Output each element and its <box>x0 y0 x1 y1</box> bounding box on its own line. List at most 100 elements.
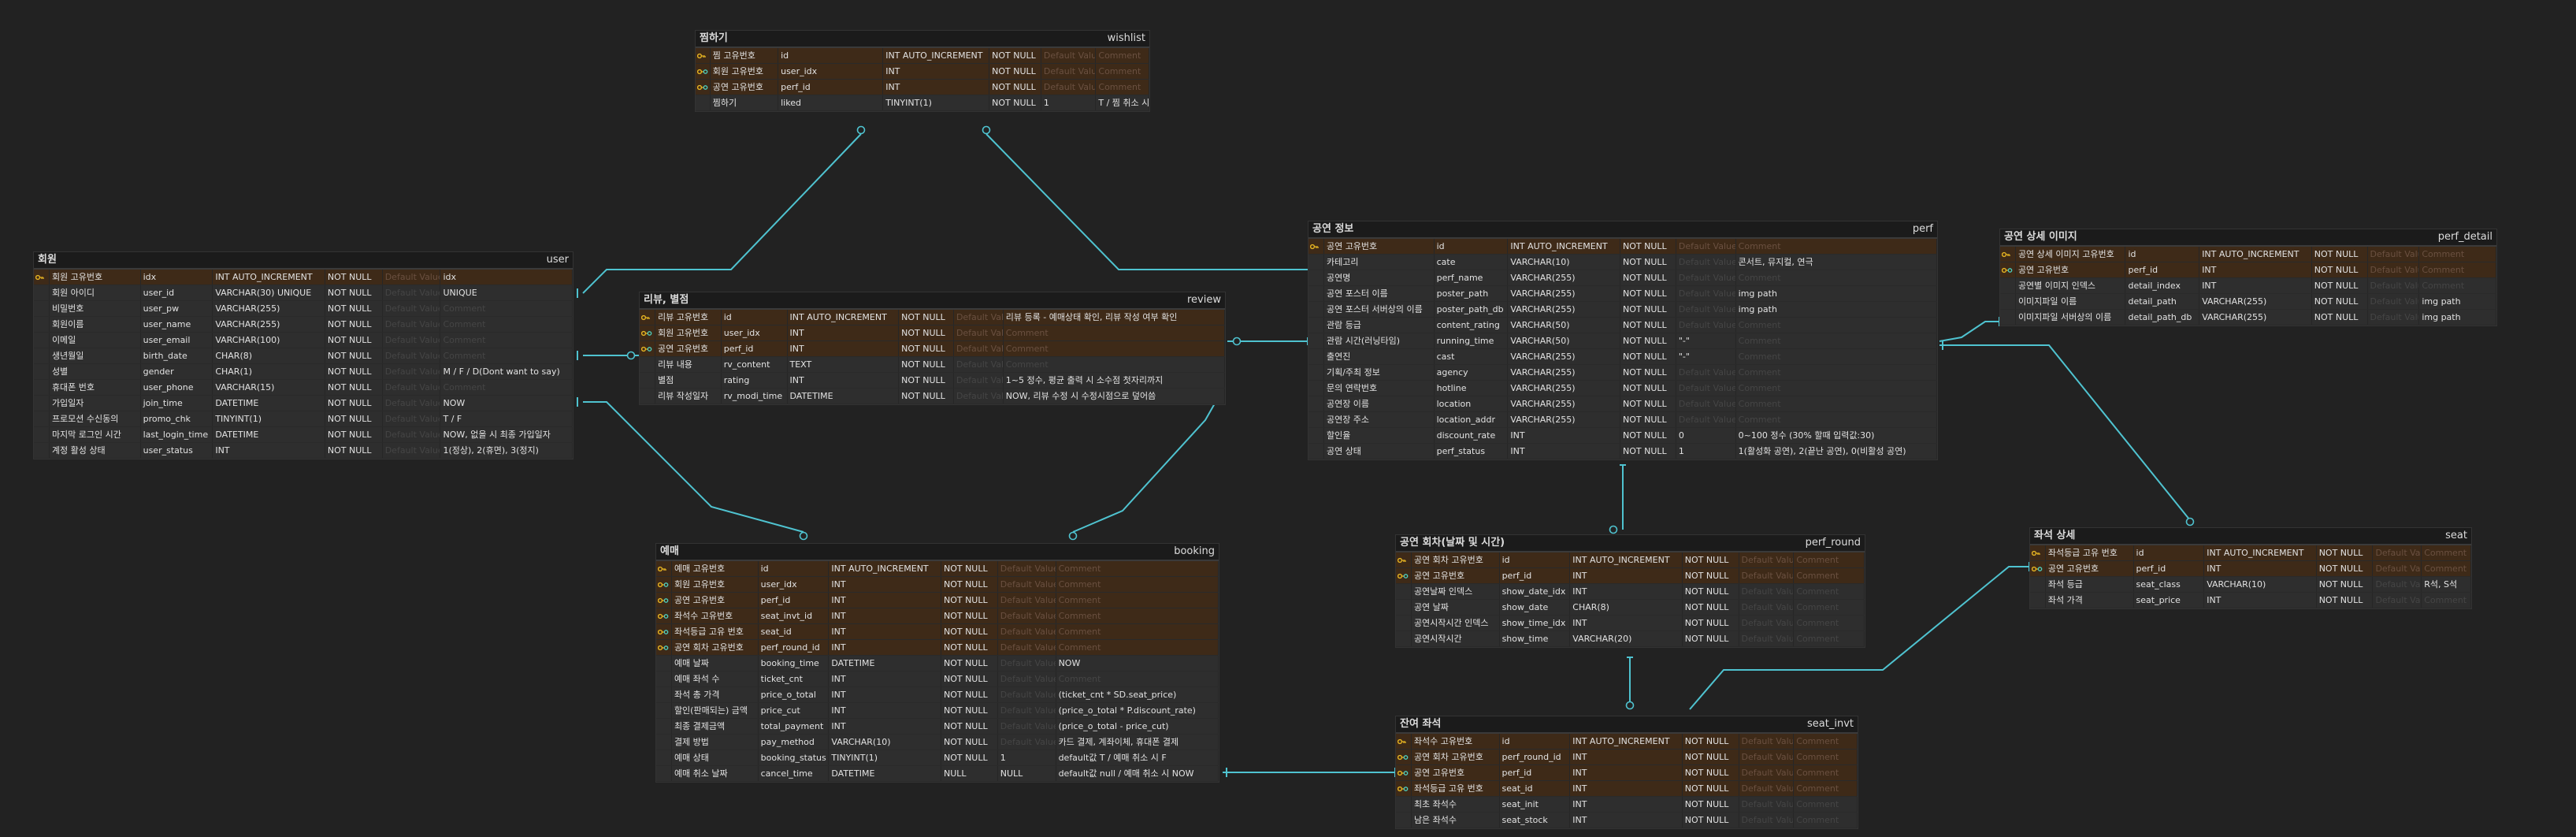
comment-cell: Comment <box>1056 561 1219 576</box>
nullable-cell: NOT NULL <box>1683 584 1739 599</box>
link-perf-perfdetail[interactable] <box>1939 321 1999 342</box>
link-perf-wishlist[interactable] <box>985 133 1308 270</box>
data-type-cell: INT <box>1570 765 1683 780</box>
link-perf-seat[interactable] <box>1939 344 2191 521</box>
link-user-wishlist[interactable] <box>582 133 862 294</box>
link-seat-seatinvt[interactable] <box>1689 566 2029 710</box>
link-perf-booking[interactable] <box>1072 392 1222 533</box>
table-header[interactable]: 공연 회차(날짜 및 시간)perf_round <box>1396 535 1865 552</box>
default-cell: Default Value <box>2368 310 2420 325</box>
link-user-booking[interactable] <box>583 401 804 533</box>
